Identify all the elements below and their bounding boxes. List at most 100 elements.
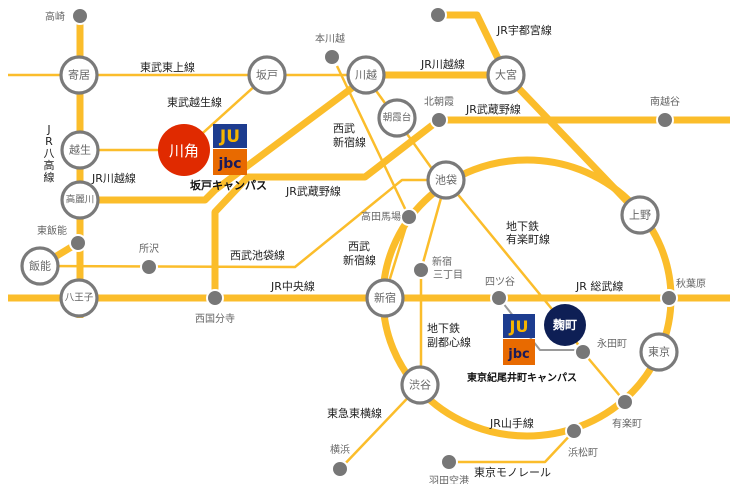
- svg-text:朝霞台: 朝霞台: [383, 112, 412, 124]
- svg-text:J: J: [46, 123, 50, 136]
- ju-logo: [213, 124, 247, 148]
- svg-text:R: R: [45, 135, 53, 148]
- station-dot-takadanobaba[interactable]: [400, 208, 418, 226]
- svg-text:坂戸: 坂戸: [256, 69, 278, 82]
- label-tobu-ogose: 東武越生線: [167, 95, 222, 109]
- station-label-shinjuku-sanchome-1: 新宿: [432, 255, 452, 268]
- station-shibuya[interactable]: 渋谷: [400, 365, 440, 405]
- label-tokyo-monorail: 東京モノレール: [474, 465, 551, 479]
- major-stations: 寄居 坂戸 川越 大宮 朝霞台 池袋 上野 越生 高麗川 飯能 八王子 新宿 東…: [20, 55, 679, 405]
- station-tokyo[interactable]: 東京: [639, 332, 679, 372]
- svg-text:JU: JU: [219, 127, 240, 147]
- station-dot-haneda[interactable]: [440, 453, 458, 471]
- station-yorii[interactable]: 寄居: [59, 55, 99, 95]
- svg-text:川角: 川角: [169, 142, 199, 160]
- svg-text:上野: 上野: [629, 209, 651, 222]
- station-ogose[interactable]: 越生: [60, 130, 100, 170]
- station-dot-utsunomiya[interactable]: [429, 6, 447, 24]
- station-dot-yokohama[interactable]: [331, 460, 349, 478]
- svg-text:飯能: 飯能: [29, 259, 51, 273]
- station-dot-akihabara[interactable]: [660, 289, 678, 307]
- minor-stations: 高崎 本川越 北朝霞 南越谷 東飯能 所沢 西国分寺 高田馬場 新宿 三丁目 四…: [37, 6, 706, 484]
- label-jr-kawagoe-west: JR川越線: [91, 171, 136, 185]
- label-jr-hachiko: J R 八 高 線: [44, 123, 55, 184]
- seibu-ikebukuro-line: [39, 178, 440, 269]
- station-dot-yurakucho[interactable]: [616, 393, 634, 411]
- jr-kawagoe-line: [80, 71, 506, 204]
- label-tobu-tojo: 東武東上線: [140, 60, 195, 74]
- station-hachioji[interactable]: 八王子: [59, 278, 99, 318]
- label-jr-sobu: JR 総武線: [575, 279, 623, 293]
- station-dot-nagatacho[interactable]: [574, 343, 592, 361]
- station-dot-honkawagoe[interactable]: [323, 48, 341, 66]
- label-jr-kawagoe-east: JR川越線: [420, 57, 465, 71]
- label-yurakucho-line-1: 地下鉄: [506, 219, 539, 233]
- station-label-akihabara: 秋葉原: [676, 277, 706, 290]
- svg-text:jbc: jbc: [507, 347, 529, 362]
- line-labels: 東武東上線 東武越生線 J R 八 高 線 JR川越線 JR川越線 JR宇都宮線…: [44, 23, 624, 479]
- label-fukutoshin-line-1: 地下鉄: [427, 321, 460, 335]
- station-dot-minamikoshigaya[interactable]: [656, 111, 674, 129]
- station-dot-shinjuku-sanchome[interactable]: [412, 261, 430, 279]
- jr-utsunomiya-line: [438, 11, 643, 218]
- station-kawagoe[interactable]: 川越: [346, 55, 386, 95]
- station-dot-takasaki[interactable]: [71, 7, 89, 25]
- label-seibu-shinjuku-1a: 西武: [333, 122, 355, 135]
- label-fukutoshin-line-2: 副都心線: [427, 335, 471, 349]
- station-label-yokohama: 横浜: [330, 443, 350, 456]
- label-jr-yamanote: JR山手線: [489, 416, 534, 430]
- station-dot-yotsuya[interactable]: [490, 289, 508, 307]
- station-dot-hamamatsucho[interactable]: [565, 422, 583, 440]
- svg-text:渋谷: 渋谷: [409, 379, 431, 392]
- svg-text:新宿: 新宿: [374, 291, 396, 305]
- station-kawakado[interactable]: 川角: [158, 124, 210, 176]
- label-jr-utsunomiya: JR宇都宮線: [496, 23, 552, 37]
- station-label-nishikokubunji: 西国分寺: [195, 313, 235, 325]
- station-omiya[interactable]: 大宮: [486, 55, 526, 95]
- station-label-shinjuku-sanchome-2: 三丁目: [433, 270, 463, 281]
- station-dot-kitaasaka[interactable]: [430, 111, 448, 129]
- svg-text:JU: JU: [509, 317, 529, 336]
- tokyo-monorail: [449, 430, 575, 464]
- jbc-logo: [503, 339, 535, 365]
- station-label-honkawagoe: 本川越: [315, 32, 345, 45]
- station-shinjuku[interactable]: 新宿: [365, 278, 405, 318]
- campus-label-sakado: 坂戸キャンパス: [190, 178, 267, 192]
- svg-text:高: 高: [44, 158, 55, 172]
- campus-label-kioicho: 東京紀尾井町キャンパス: [467, 371, 577, 384]
- campus-kioicho[interactable]: JU jbc 東京紀尾井町キャンパス: [467, 314, 577, 384]
- station-label-tokorozawa: 所沢: [139, 242, 159, 255]
- station-ikebukuro[interactable]: 池袋: [426, 160, 466, 200]
- station-dot-nishikokubunji[interactable]: [206, 289, 224, 307]
- station-label-kitaasaka: 北朝霞: [424, 96, 454, 108]
- label-seibu-ikebukuro: 西武池袋線: [230, 248, 285, 262]
- station-ueno[interactable]: 上野: [620, 195, 660, 235]
- station-label-minamikoshigaya: 南越谷: [650, 95, 680, 108]
- station-label-takadanobaba: 高田馬場: [361, 210, 401, 223]
- jr-musashino-line: [211, 116, 730, 298]
- station-label-hamamatsucho: 浜松町: [568, 446, 598, 459]
- station-label-higashihanno: 東飯能: [37, 224, 67, 237]
- station-sakado[interactable]: 坂戸: [247, 55, 287, 95]
- station-dot-tokorozawa[interactable]: [140, 258, 158, 276]
- station-kojimachi[interactable]: 麹町: [544, 304, 586, 346]
- svg-text:八: 八: [44, 147, 55, 160]
- station-komagawa[interactable]: 高麗川: [60, 180, 100, 220]
- station-label-takasaki: 高崎: [45, 10, 65, 23]
- station-hanno[interactable]: 飯能: [20, 246, 60, 286]
- svg-text:東京: 東京: [648, 345, 670, 359]
- svg-text:jbc: jbc: [217, 156, 241, 172]
- station-dot-higashihanno[interactable]: [69, 234, 87, 252]
- jbc-logo: [213, 149, 247, 175]
- svg-text:池袋: 池袋: [435, 173, 457, 187]
- label-seibu-shinjuku-2b: 新宿線: [343, 253, 376, 267]
- svg-text:寄居: 寄居: [68, 68, 90, 82]
- campus-sakado[interactable]: JU jbc 坂戸キャンパス: [190, 124, 267, 192]
- station-label-haneda: 羽田空港: [429, 474, 469, 484]
- svg-text:大宮: 大宮: [495, 68, 517, 82]
- label-seibu-shinjuku-1b: 新宿線: [333, 135, 366, 149]
- station-asakadai[interactable]: 朝霞台: [377, 98, 417, 138]
- label-jr-chuo: JR中央線: [270, 279, 315, 293]
- label-jr-musashino-west: JR武蔵野線: [285, 184, 341, 198]
- station-label-yotsuya: 四ツ谷: [485, 276, 515, 288]
